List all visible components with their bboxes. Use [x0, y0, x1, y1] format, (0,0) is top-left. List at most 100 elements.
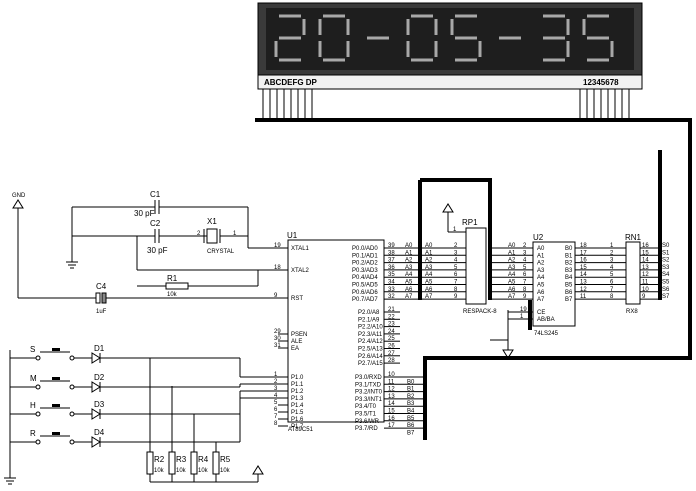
rn1-left-pin: 1 — [610, 243, 614, 249]
u1-pin-num: 4 — [274, 393, 278, 399]
rn1-value: RX8 — [626, 309, 638, 315]
u2-ctrl-name: CE — [537, 310, 545, 316]
gnd-terminal: GND — [12, 193, 96, 299]
resistor-value: 10k — [198, 468, 209, 474]
u1-p0-num: 33 — [388, 287, 395, 293]
s-net-label: S4 — [662, 272, 670, 278]
u1-p2-name: P2.3/A11 — [358, 332, 383, 338]
u1-p0-name: P0.2/AD2 — [352, 261, 378, 267]
rn1-right-pin: 11 — [642, 280, 649, 286]
u1-pin-name: P1.5 — [291, 410, 304, 416]
u1-p0-name: P0.5/AD5 — [352, 283, 378, 289]
u1-p2-name: P2.1/A9 — [358, 317, 380, 323]
diode-ref: D3 — [94, 400, 105, 409]
pushbutton-icon — [52, 377, 60, 380]
gnd-label: GND — [12, 193, 26, 199]
u1-pin-name: XTAL2 — [291, 268, 310, 274]
u1-p0-name: P0.7/AD7 — [352, 297, 378, 303]
rn1-network: RN1 RX8 — [625, 233, 642, 315]
u2-a-name: A6 — [537, 290, 545, 296]
u1-pin-num: 6 — [274, 407, 278, 413]
a-net-label: A1 — [508, 250, 516, 256]
a-net-label: A5 — [508, 280, 516, 286]
u2-a-name: A5 — [537, 283, 545, 289]
rp1-pin: 8 — [454, 287, 458, 293]
rp1-pin: 4 — [454, 258, 458, 264]
rp1-ref: RP1 — [462, 218, 478, 227]
u1-p3-num: 15 — [388, 409, 395, 415]
u1-p0-num: 38 — [388, 250, 395, 256]
u1-p3-num: 10 — [388, 372, 395, 378]
pushbutton-icon — [52, 348, 60, 351]
s-net-label: S6 — [662, 287, 670, 293]
diode-ref: D4 — [94, 428, 105, 437]
u1-p2-num: 25 — [388, 336, 395, 342]
u2-a-name: A0 — [537, 246, 545, 252]
u1-p2-num: 21 — [388, 307, 395, 313]
digit — [543, 14, 570, 62]
u2-a-num: 8 — [523, 287, 527, 293]
pushbutton-icon — [52, 404, 60, 407]
u1-p0-name: P0.1/AD1 — [352, 253, 378, 259]
u2-a-num: 6 — [523, 272, 527, 278]
u2-b-num: 13 — [580, 280, 587, 286]
a-net-label: A3 — [508, 265, 516, 271]
u2-ctrl-num: 19 — [520, 307, 527, 313]
x1-ref: X1 — [207, 217, 217, 226]
digit — [450, 14, 482, 62]
u1-pin-num: 9 — [274, 293, 278, 299]
a-net-label: A0 — [508, 243, 516, 249]
u1-p3-num: 16 — [388, 416, 395, 422]
rn1-ref: RN1 — [625, 233, 642, 242]
u1-p3-name: P3.0/RXD — [355, 375, 382, 381]
resistor-value: 10k — [154, 468, 165, 474]
u1-p2-num: 22 — [388, 314, 395, 320]
u1-pin-name: P1.1 — [291, 382, 304, 388]
s-net-label: S2 — [662, 258, 670, 264]
u1-p3-num: 12 — [388, 387, 395, 393]
s-net-label: S5 — [662, 280, 670, 286]
resistor-value: 10k — [176, 468, 187, 474]
rn1-left-pin: 5 — [610, 272, 614, 278]
rp1-pin: 6 — [454, 272, 458, 278]
u1-pin-num: 30 — [274, 336, 281, 342]
u1-p0-name: P0.0/AD0 — [352, 246, 378, 252]
u1-pin-name: P1.6 — [291, 417, 304, 423]
u2-a-num: 9 — [523, 294, 527, 300]
c4-value: 1uF — [96, 309, 107, 315]
u1-p0-num: 37 — [388, 258, 395, 264]
rn1-right-pin: 9 — [642, 294, 646, 300]
c1-value: 30 pF — [134, 209, 155, 218]
rn1-right-pin: 13 — [642, 265, 649, 271]
rp1-respack: RP1 RESPACK-8 1 — [442, 203, 497, 315]
u2-b-num: 16 — [580, 258, 587, 264]
resistor-ref: R5 — [220, 455, 231, 464]
s-net-label: S0 — [662, 243, 670, 249]
resistor-ref: R4 — [198, 455, 209, 464]
a-net-label: A2 — [425, 258, 433, 264]
vcc-marker-bottom — [252, 465, 264, 475]
u1-pin-num: 5 — [274, 400, 278, 406]
c2-ref: C2 — [150, 219, 161, 228]
b-net-label: B2 — [407, 394, 415, 400]
u2-a-num: 2 — [523, 243, 527, 249]
u1-p2-name: P2.4/A12 — [358, 339, 383, 345]
u1-pin-num: 2 — [274, 379, 278, 385]
a-net-label: A5 — [425, 280, 433, 286]
u2-b-name: B4 — [565, 275, 573, 281]
resistor-value: 10k — [220, 468, 231, 474]
switch-label: S — [30, 345, 35, 354]
u1-p3-num: 11 — [388, 379, 395, 385]
a-net-label: A7 — [425, 294, 433, 300]
b-net-label: B5 — [407, 416, 415, 422]
u2-a-name: A2 — [537, 261, 545, 267]
x1-value: CRYSTAL — [207, 249, 235, 255]
digit — [582, 14, 614, 62]
u1-pin-name: PSEN — [291, 332, 307, 338]
a-net-label: A7 — [405, 294, 413, 300]
u1-p3-name: P3.1/TXD — [355, 382, 382, 388]
u1-p2-name: P2.7/A15 — [358, 361, 383, 367]
